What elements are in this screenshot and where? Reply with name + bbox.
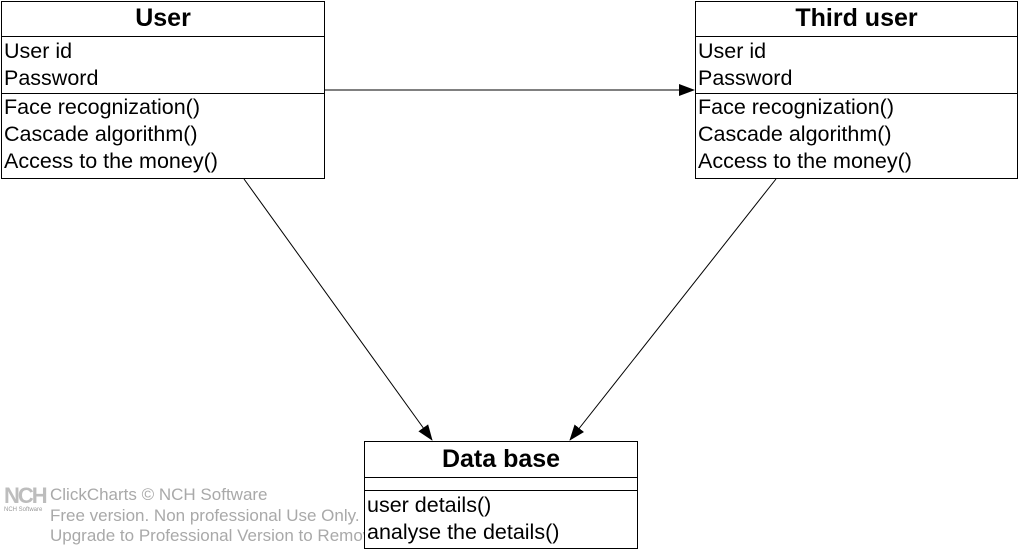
attribute: User id bbox=[4, 39, 73, 63]
attributes-section bbox=[365, 478, 637, 491]
class-title: User bbox=[2, 2, 324, 37]
operations-section: Face recognization() Cascade algorithm()… bbox=[696, 94, 1017, 175]
arrow-third-user-to-database bbox=[569, 178, 777, 441]
watermark-line: ClickCharts © NCH Software bbox=[50, 485, 268, 504]
watermark: NCH NCH Software ClickCharts © NCH Softw… bbox=[4, 485, 424, 549]
attributes-section: User id Password bbox=[696, 37, 1017, 94]
watermark-line: Upgrade to Professional Version to Remov… bbox=[50, 526, 386, 545]
operation: user details() bbox=[367, 493, 492, 517]
class-title: Third user bbox=[696, 2, 1017, 37]
attribute: Password bbox=[4, 66, 99, 90]
operation: Access to the money() bbox=[4, 149, 218, 173]
arrow-user-to-database bbox=[243, 178, 433, 441]
class-database[interactable]: Data base user details() analyse the det… bbox=[364, 441, 638, 549]
operation: analyse the details() bbox=[367, 520, 560, 544]
operations-section: user details() analyse the details() bbox=[365, 491, 637, 546]
operation: Cascade algorithm() bbox=[4, 122, 198, 146]
nch-logo-icon: NCH NCH Software bbox=[4, 483, 48, 514]
attribute: User id bbox=[698, 39, 767, 63]
operation: Face recognization() bbox=[698, 95, 894, 119]
watermark-text: ClickCharts © NCH Software Free version.… bbox=[50, 485, 385, 547]
operation: Cascade algorithm() bbox=[698, 122, 892, 146]
class-user[interactable]: User User id Password Face recognization… bbox=[1, 1, 325, 179]
class-third-user[interactable]: Third user User id Password Face recogni… bbox=[695, 1, 1018, 179]
watermark-line: Free version. Non professional Use Only. bbox=[50, 505, 360, 525]
class-title: Data base bbox=[365, 442, 637, 478]
attributes-section: User id Password bbox=[2, 37, 324, 94]
operations-section: Face recognization() Cascade algorithm()… bbox=[2, 94, 324, 175]
operation: Face recognization() bbox=[4, 95, 200, 119]
operation: Access to the money() bbox=[698, 149, 912, 173]
attribute: Password bbox=[698, 66, 793, 90]
